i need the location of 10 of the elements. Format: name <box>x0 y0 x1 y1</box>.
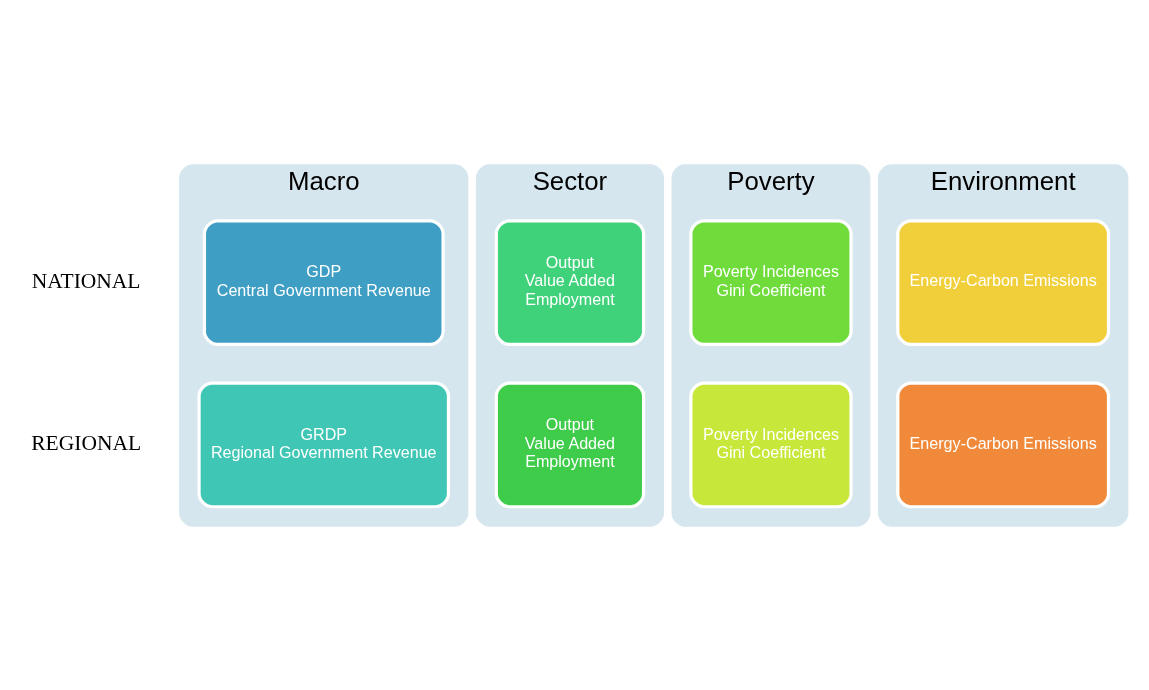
node-box: Poverty Incidences Gini Coefficient <box>689 218 853 346</box>
label: NATIONAL <box>31 268 141 293</box>
node-box: Poverty Incidences Gini Coefficient <box>689 381 853 508</box>
node-box: GRDP Regional Government Revenue <box>197 381 451 508</box>
label: REGIONAL <box>31 430 142 455</box>
node-box: Energy-Carbon Emissions <box>896 218 1111 346</box>
node-box: Output Value Added Employment <box>494 218 646 346</box>
node-box: GDP Central Government Revenue <box>202 218 445 346</box>
node-box: Energy-Carbon Emissions <box>896 381 1111 508</box>
node-box: Output Value Added Employment <box>494 381 646 508</box>
